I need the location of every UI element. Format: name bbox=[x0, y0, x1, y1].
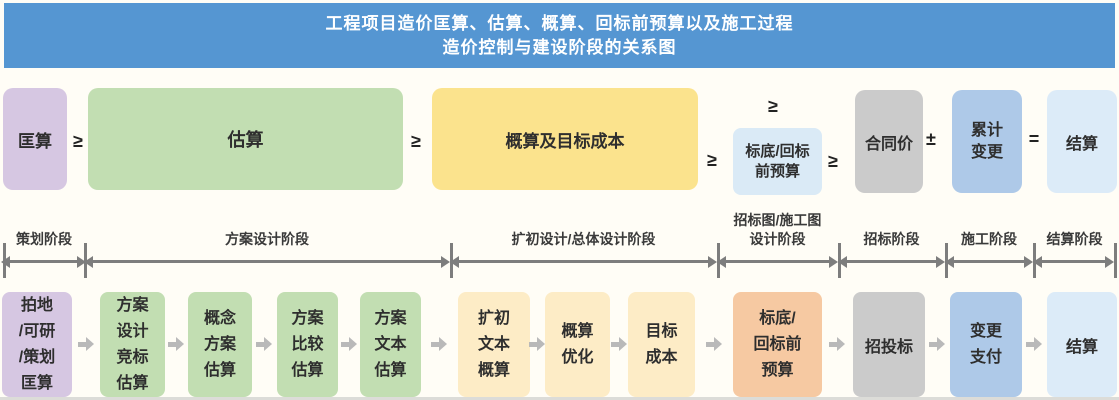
flow-arrow bbox=[168, 337, 184, 351]
pre-bid-budget-box: 标底/回标 前预算 bbox=[733, 128, 822, 195]
flow-arrow bbox=[1026, 337, 1042, 351]
scheme-text-estimate-box: 方案 文本 估算 bbox=[360, 292, 421, 397]
phase-design-development-label: 扩初设计/总体设计阶段 bbox=[511, 231, 656, 247]
ge-operator-4: ≥ bbox=[768, 96, 778, 116]
change-payment-box: 变更 支付 bbox=[950, 292, 1022, 397]
contract-price-box: 合同价 bbox=[855, 90, 923, 193]
budget-optimization-box: 概算 优化 bbox=[545, 292, 610, 397]
title-line-1: 工程项目造价匡算、估算、概算、回标前预算以及施工过程 bbox=[325, 13, 794, 33]
flow-arrow bbox=[706, 337, 722, 351]
ge-operator-1: ≥ bbox=[73, 131, 83, 151]
phase-scheme-design-label: 方案设计阶段 bbox=[225, 231, 309, 247]
phase-bidding-arrow bbox=[838, 255, 945, 268]
bottom-edge-strip bbox=[0, 397, 1119, 400]
phase-divider bbox=[1114, 243, 1117, 278]
ge-operator-3: ≥ bbox=[707, 150, 717, 170]
budget-target-cost-box: 概算及目标成本 bbox=[432, 88, 698, 190]
equals-operator: = bbox=[1028, 129, 1040, 149]
concept-scheme-estimate-box: 概念 方案 估算 bbox=[188, 292, 252, 397]
phase-construction-label: 施工阶段 bbox=[961, 231, 1017, 247]
ge-operator-2: ≥ bbox=[411, 131, 421, 151]
land-feasibility-estimate-box: 拍地 /可研 /策划 匡算 bbox=[2, 292, 72, 397]
plus-minus-operator: ± bbox=[926, 129, 936, 149]
title-line-2: 造价控制与建设阶段的关系图 bbox=[442, 37, 677, 57]
phase-bidding-label: 招标阶段 bbox=[863, 231, 920, 247]
phase-design-development-arrow bbox=[450, 255, 717, 268]
target-cost-box: 目标 成本 bbox=[628, 292, 695, 397]
phase-construction-drawing-label: 招标图/施工图 设计阶段 bbox=[733, 212, 822, 247]
flow-arrow bbox=[611, 337, 627, 351]
phase-settlement-arrow bbox=[1033, 255, 1114, 268]
design-dev-text-budget-box: 扩初 文本 概算 bbox=[458, 292, 530, 397]
phase-planning-arrow bbox=[1, 255, 86, 268]
settlement-flow-box: 结算 bbox=[1047, 292, 1117, 397]
phase-construction-arrow bbox=[945, 255, 1033, 268]
cumulative-change-box: 累计 变更 bbox=[952, 90, 1022, 193]
ge-operator-5: ≥ bbox=[828, 151, 838, 171]
estimate-box: 估算 bbox=[88, 88, 403, 190]
settlement-box: 结算 bbox=[1047, 90, 1117, 193]
flow-arrow bbox=[431, 337, 447, 351]
phase-scheme-design-arrow bbox=[84, 255, 450, 268]
flow-arrow bbox=[929, 337, 945, 351]
phase-construction-drawing-arrow bbox=[717, 255, 838, 268]
flow-arrow bbox=[529, 337, 545, 351]
flow-arrow bbox=[256, 337, 272, 351]
scheme-bid-estimate-box: 方案 设计 竞标 估算 bbox=[100, 292, 165, 397]
bidding-process-box: 招投标 bbox=[853, 292, 925, 397]
pre-bid-budget-flow-box: 标底/ 回标前 预算 bbox=[733, 292, 822, 397]
rough-estimate-box: 匡算 bbox=[3, 88, 67, 190]
phase-planning-label: 策划阶段 bbox=[16, 231, 72, 247]
phase-settlement-label: 结算阶段 bbox=[1046, 231, 1103, 247]
flow-arrow bbox=[78, 337, 94, 351]
flow-arrow bbox=[829, 337, 845, 351]
scheme-comparison-estimate-box: 方案 比较 估算 bbox=[277, 292, 338, 397]
flow-arrow bbox=[341, 337, 357, 351]
title-banner: 工程项目造价匡算、估算、概算、回标前预算以及施工过程 造价控制与建设阶段的关系图 bbox=[4, 3, 1115, 68]
